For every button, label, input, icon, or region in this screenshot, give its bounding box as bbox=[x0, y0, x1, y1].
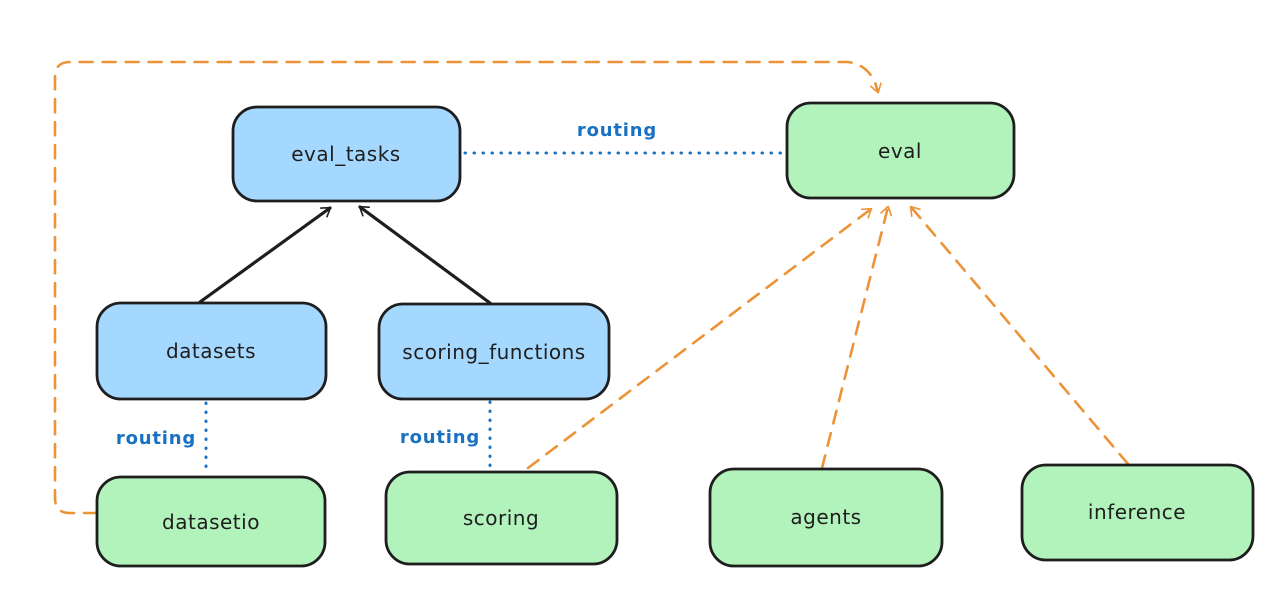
node-scoring-label: scoring bbox=[463, 506, 539, 530]
node-eval-tasks: eval_tasks bbox=[231, 105, 462, 203]
node-eval-tasks-label: eval_tasks bbox=[291, 142, 400, 166]
node-eval-label: eval bbox=[878, 139, 922, 163]
edge-datasets-to-eval-tasks bbox=[198, 206, 332, 304]
edge-datasetio-to-eval bbox=[53, 60, 882, 515]
node-scoring-functions: scoring_functions bbox=[377, 302, 611, 401]
routing-label-eval-tasks-eval: routing bbox=[577, 120, 657, 141]
edge-scoring-functions-to-eval-tasks bbox=[358, 205, 492, 305]
routing-label-scoring-functions-scoring: routing bbox=[400, 427, 480, 448]
node-agents-label: agents bbox=[790, 505, 861, 529]
edge-inference-to-eval bbox=[909, 205, 1130, 466]
node-scoring: scoring bbox=[384, 470, 619, 566]
edge-agents-to-eval bbox=[820, 205, 893, 470]
node-inference-label: inference bbox=[1088, 500, 1186, 524]
node-eval: eval bbox=[785, 101, 1016, 200]
node-inference: inference bbox=[1020, 463, 1255, 562]
node-scoring-functions-label: scoring_functions bbox=[402, 340, 585, 364]
node-agents: agents bbox=[708, 467, 944, 568]
node-datasetio: datasetio bbox=[95, 475, 327, 568]
node-datasets-label: datasets bbox=[166, 339, 256, 363]
node-datasets: datasets bbox=[95, 301, 328, 401]
routing-label-datasets-datasetio: routing bbox=[116, 428, 196, 449]
node-datasetio-label: datasetio bbox=[162, 510, 260, 534]
edge-scoring-to-eval bbox=[526, 207, 873, 470]
